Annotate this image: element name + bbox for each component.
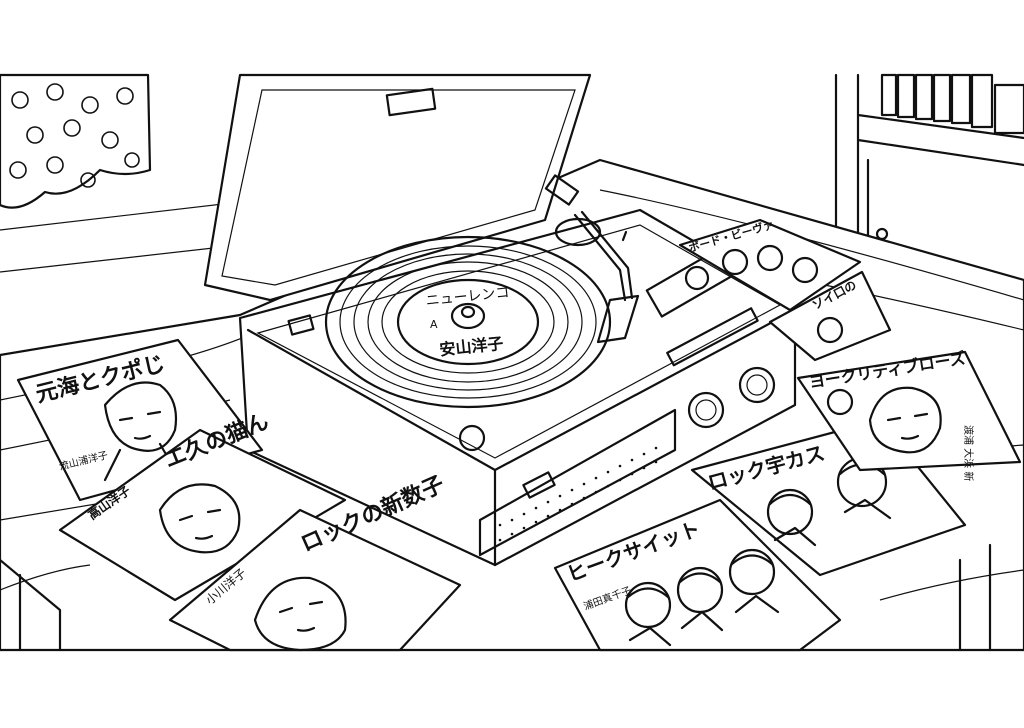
lid-handle xyxy=(385,87,437,117)
tonearm xyxy=(544,174,640,344)
volume-knob xyxy=(687,391,725,429)
bookshelf xyxy=(834,73,1024,302)
curtain xyxy=(0,73,152,209)
record-jacket-4: ヒークサイット 浦田真千子 xyxy=(553,498,842,652)
speaker-grille xyxy=(478,408,677,557)
svg-text:渡浦 大浜 新: 渡浦 大浜 新 xyxy=(962,425,975,481)
record-jacket-6: ヨークリティブローズ 渡浦 大浜 新 xyxy=(796,348,1022,481)
start-button xyxy=(458,424,486,452)
record-player-lid xyxy=(203,73,592,302)
record-label-side: A xyxy=(430,318,438,331)
record-player: ニューレンコ 安山洋子 A xyxy=(203,73,797,567)
tone-knob xyxy=(738,366,776,404)
